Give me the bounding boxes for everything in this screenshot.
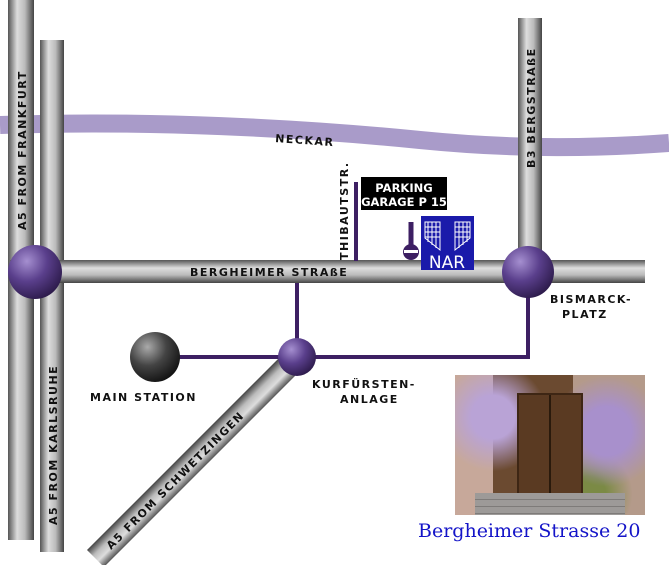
bismarckplatz-label-1: BISMARCK- <box>550 293 632 306</box>
parking-label-2: GARAGE P 15 <box>361 195 447 209</box>
road-b3 <box>518 18 542 280</box>
river-label: NECKAR <box>275 132 335 149</box>
nar-logo: NAR <box>421 216 474 273</box>
kurfuersten-label-1: KURFÜRSTEN- <box>312 377 416 391</box>
junction-node-west <box>8 245 62 299</box>
a5-karlsruhe-label: A5 FROM KARLSRUHE <box>47 365 60 525</box>
kurfuersten-label-2: ANLAGE <box>340 393 399 406</box>
junction-node-kurfuerstenanlage <box>278 338 316 376</box>
road-bergheimer-strasse <box>10 260 645 283</box>
steps-shape <box>475 493 625 515</box>
main-station-label: MAIN STATION <box>90 391 197 404</box>
a5-schwetzingen-label: A5 FROM SCHWETZINGEN <box>104 409 247 552</box>
door-shape <box>517 393 583 497</box>
logo-text: NAR <box>429 253 465 273</box>
a5-frankfurt-label: A5 FROM FRANKFURT <box>16 70 29 230</box>
thibautstr-label: THIBAUTSTR. <box>338 161 351 260</box>
b3-label: B3 BERGSTRAßE <box>525 47 538 168</box>
bismarckplatz-label-2: PLATZ <box>562 308 608 321</box>
parking-label-1: PARKING <box>375 181 432 195</box>
junction-node-bismarckplatz <box>502 246 554 298</box>
parking-garage-sign: PARKING GARAGE P 15 <box>361 177 447 210</box>
tram-stop-icon <box>403 244 419 260</box>
building-entrance-photo <box>455 375 645 515</box>
bergheimer-label: BERGHEIMER STRAßE <box>190 266 348 279</box>
road-a5-schwetzingen <box>86 348 306 565</box>
address-caption: Bergheimer Strasse 20 <box>418 520 641 542</box>
main-station-node <box>130 332 180 382</box>
neckar-river <box>0 114 669 157</box>
